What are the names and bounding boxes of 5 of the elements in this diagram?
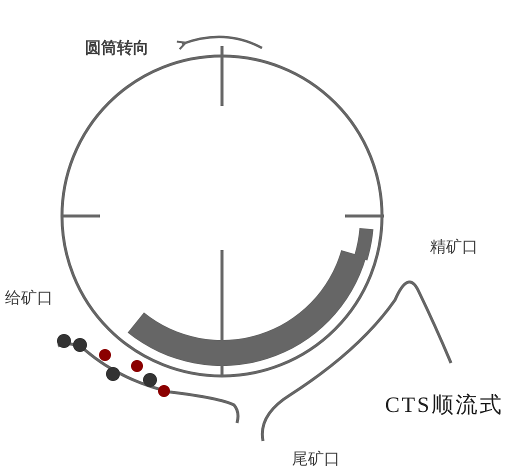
part-label: 给矿口 — [5, 287, 53, 309]
part-label: 圆筒转向 — [85, 37, 149, 59]
caption: CTS顺流式 — [385, 391, 504, 419]
part-label: 精矿口 — [430, 236, 478, 258]
part-label: 尾矿口 — [292, 448, 340, 470]
